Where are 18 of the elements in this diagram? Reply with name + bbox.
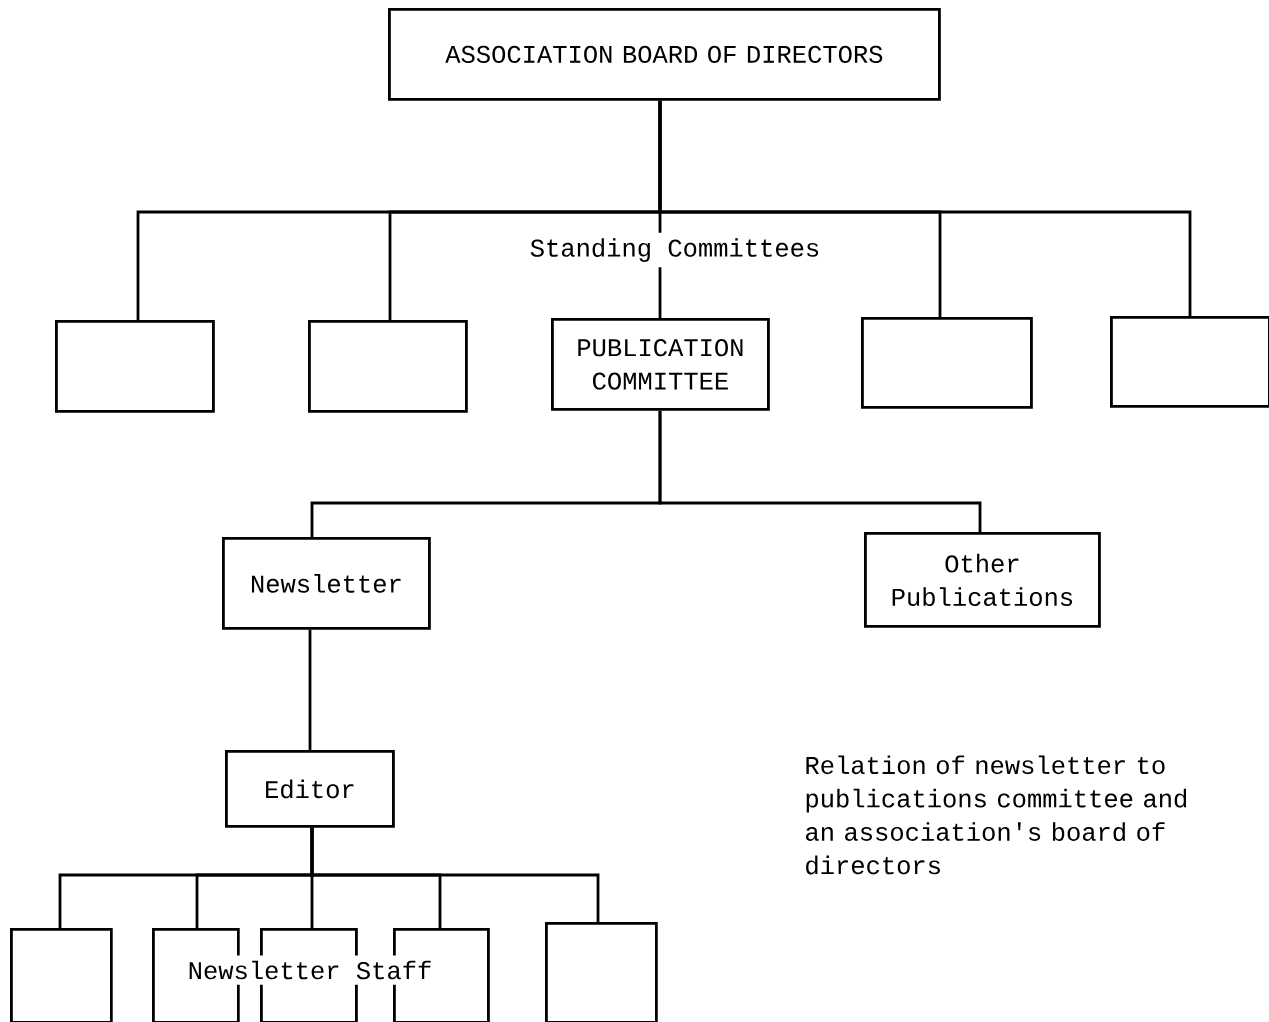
org-box: Newsletter [222, 537, 431, 630]
connector [310, 827, 600, 922]
connector [658, 410, 982, 532]
empty-box [861, 317, 1033, 409]
org-box: Other Publications [864, 532, 1101, 628]
empty-box [545, 922, 658, 1022]
empty-box [308, 320, 468, 413]
group-label: Standing Committees [524, 232, 826, 268]
caption: Relation of newsletter to publications committee and an association's board of directors [806, 755, 1187, 875]
org-box: Editor [225, 750, 395, 828]
connector [308, 629, 312, 750]
org-box: PUBLICATION COMMITTEE [551, 318, 770, 411]
org-box: ASSOCIATION BOARD OF DIRECTORS [388, 8, 941, 101]
empty-box [55, 320, 215, 413]
empty-box [1110, 316, 1269, 408]
empty-box [10, 928, 113, 1022]
connector [658, 100, 1192, 316]
group-label: Newsletter Staff [182, 955, 438, 985]
